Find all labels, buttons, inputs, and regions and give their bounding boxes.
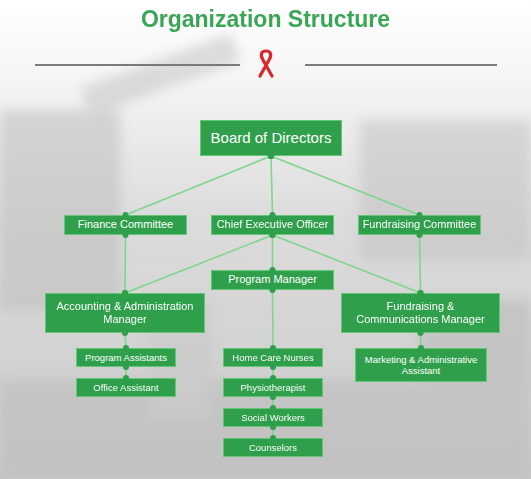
divider-line bbox=[35, 64, 240, 66]
committee-box: Finance Committee bbox=[64, 215, 187, 235]
box-label-group: Fundraising Committee bbox=[363, 218, 477, 231]
connector-line bbox=[123, 153, 275, 218]
box-label-group: Physiotherapist bbox=[241, 382, 306, 393]
box-label-group: Accounting & Administration Manager bbox=[49, 300, 201, 326]
connector-line bbox=[270, 394, 276, 411]
connector-line bbox=[122, 232, 129, 296]
red-ribbon bbox=[260, 51, 272, 76]
connector-line bbox=[122, 330, 129, 351]
box-label: Fundraising Committee bbox=[363, 218, 477, 231]
box-label: Accounting & Administration Manager bbox=[49, 300, 201, 326]
staff-box: Physiotherapist bbox=[223, 378, 323, 397]
box-label: Home Care Nurses bbox=[232, 352, 313, 363]
connector-line bbox=[270, 364, 276, 381]
connector-line bbox=[268, 153, 423, 218]
box-label: Board of Directors bbox=[211, 129, 332, 147]
box-label-group: Home Care Nurses bbox=[232, 352, 313, 363]
box-label: Social Workers bbox=[241, 412, 305, 423]
box-label-group: Finance Committee bbox=[78, 218, 173, 231]
connector-line bbox=[270, 424, 276, 441]
manager-box: Fundraising & Communications Manager bbox=[341, 293, 500, 333]
box-label-group: Program Manager bbox=[228, 273, 317, 286]
staff-box: Office Assistant bbox=[76, 378, 176, 397]
staff-box: Counselors bbox=[223, 438, 323, 457]
box-label: Counselors bbox=[249, 442, 297, 453]
chart-title: Organization Structure bbox=[0, 6, 531, 33]
box-label: Fundraising & Communications Manager bbox=[345, 300, 496, 326]
box-label-group: Marketing & Administrative Assistant bbox=[359, 354, 483, 377]
box-label: Marketing & Administrative Assistant bbox=[359, 354, 483, 377]
box-label: Physiotherapist bbox=[241, 382, 306, 393]
manager-box: Program Manager bbox=[211, 270, 334, 290]
connector-line bbox=[123, 364, 129, 381]
box-label-group: Board of Directors bbox=[211, 129, 332, 147]
committee-box: Fundraising Committee bbox=[358, 215, 481, 235]
staff-box: Program Assistants bbox=[76, 348, 176, 367]
executive-box: Chief Executive Officer bbox=[211, 215, 334, 235]
connector-line bbox=[122, 232, 276, 296]
connector-line bbox=[270, 287, 277, 351]
box-label-group: Fundraising & Communications Manager bbox=[345, 300, 496, 326]
staff-box: Marketing & Administrative Assistant bbox=[355, 348, 487, 382]
box-label-group: Counselors bbox=[249, 442, 297, 453]
staff-box: Social Workers bbox=[223, 408, 323, 427]
box-label-group: Chief Executive Officer bbox=[217, 218, 329, 231]
box-label: Program Assistants bbox=[85, 352, 167, 363]
connector-line bbox=[270, 232, 276, 273]
connector-line bbox=[268, 153, 276, 218]
connector-line bbox=[270, 232, 424, 296]
box-label-group: Program Assistants bbox=[85, 352, 167, 363]
box-label-group: Social Workers bbox=[241, 412, 305, 423]
box-label: Finance Committee bbox=[78, 218, 173, 231]
divider-line bbox=[305, 64, 497, 66]
connector-line bbox=[417, 232, 424, 296]
connector-line bbox=[418, 330, 425, 351]
box-label: Chief Executive Officer bbox=[217, 218, 329, 231]
box-label: Office Assistant bbox=[93, 382, 158, 393]
box-label-group: Office Assistant bbox=[93, 382, 158, 393]
board-box: Board of Directors bbox=[200, 120, 342, 156]
manager-box: Accounting & Administration Manager bbox=[45, 293, 205, 333]
box-label: Program Manager bbox=[228, 273, 317, 286]
staff-box: Home Care Nurses bbox=[223, 348, 323, 367]
